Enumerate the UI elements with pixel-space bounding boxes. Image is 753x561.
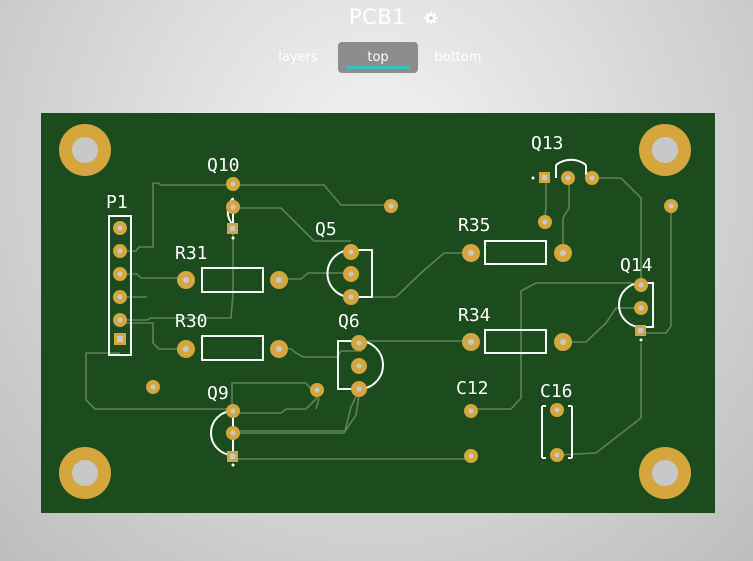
silkscreen-outlines	[108, 158, 654, 459]
mounting-holes	[59, 124, 691, 499]
label-P1: P1	[106, 192, 128, 213]
label-R31: R31	[175, 243, 208, 264]
pads	[113, 171, 678, 467]
label-C16: C16	[540, 381, 573, 402]
board-substrate	[41, 113, 715, 513]
label-C12: C12	[456, 378, 489, 399]
label-Q14: Q14	[620, 255, 653, 276]
label-Q6: Q6	[338, 311, 360, 332]
label-Q10: Q10	[207, 155, 240, 176]
gear-icon[interactable]	[424, 11, 438, 25]
board-title: PCB1	[349, 5, 407, 29]
tab-bottom[interactable]: bottom	[434, 50, 482, 65]
silkscreen-labels: P1 Q10 R31 Q5 R30 Q6 Q9 Q13 R35 Q14 R34 …	[106, 133, 653, 404]
header: PCB1	[0, 0, 753, 40]
active-tab-indicator	[346, 66, 410, 69]
tab-layers[interactable]: layers	[278, 50, 318, 65]
label-Q5: Q5	[315, 219, 337, 240]
pcb-board[interactable]: P1 Q10 R31 Q5 R30 Q6 Q9 Q13 R35 Q14 R34 …	[41, 113, 715, 513]
label-Q13: Q13	[531, 133, 564, 154]
label-Q9: Q9	[207, 383, 229, 404]
label-R34: R34	[458, 305, 491, 326]
label-R30: R30	[175, 311, 208, 332]
label-R35: R35	[458, 215, 491, 236]
view-tabs: layers top bottom	[0, 42, 753, 74]
